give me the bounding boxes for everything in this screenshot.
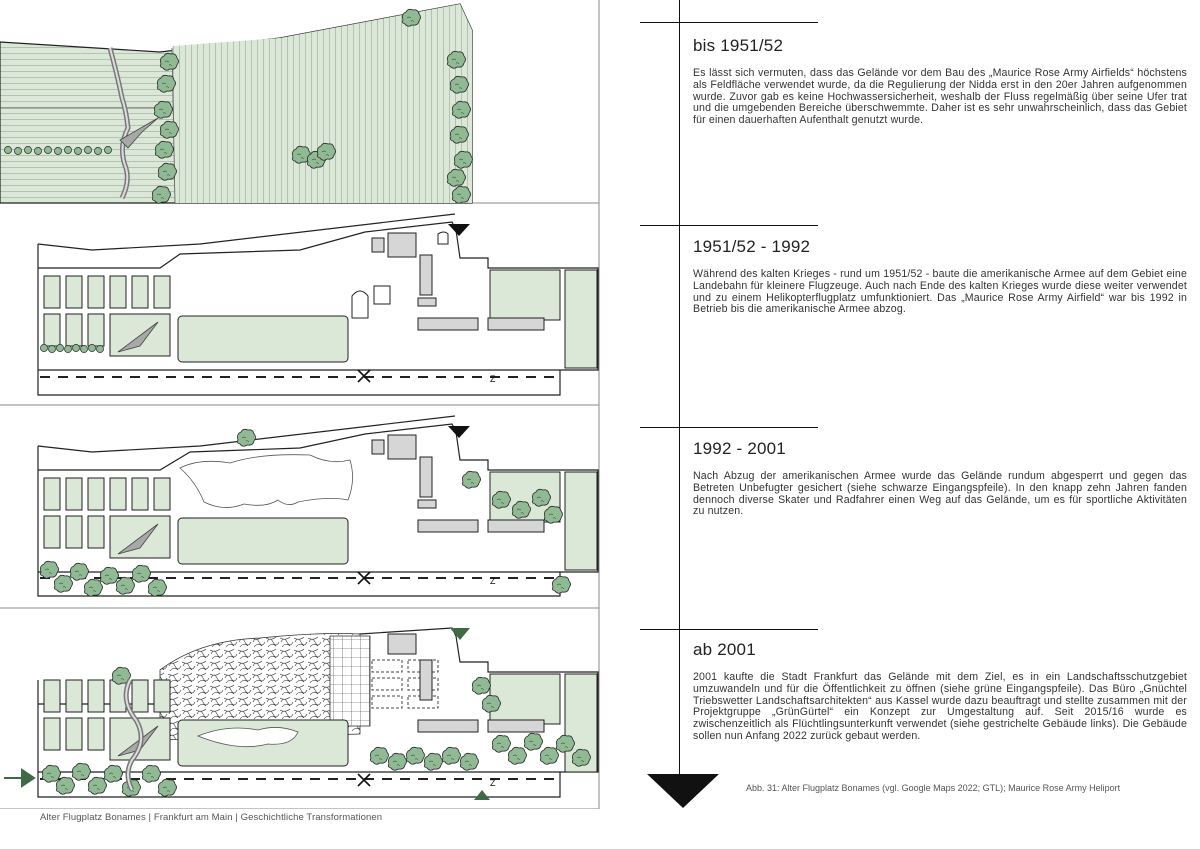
period-section: ab 2001 2001 kaufte die Stadt Frankfurt … [693,640,1187,743]
period-text: 2001 kaufte die Stadt Frankfurt das Gelä… [693,671,1187,742]
plan-bis-1951 [0,3,473,204]
period-heading: 1992 - 2001 [693,439,786,458]
period-section: bis 1951/52 Es lässt sich vermuten, dass… [693,36,1187,127]
timeline-tick [640,225,818,227]
period-text: Während des kalten Krieges - rund um 195… [693,268,1187,316]
timeline-tick [640,427,818,429]
plan-1992-2001: Z [37,415,599,597]
period-text: Es lässt sich vermuten, dass das Gelände… [693,67,1187,127]
svg-text:Z: Z [490,778,496,788]
svg-text:Z: Z [490,374,496,384]
period-heading: 1951/52 - 1992 [693,237,811,256]
plan-1951-1992: Z [37,213,599,396]
site-plans: Z Z [0,0,600,809]
period-heading: bis 1951/52 [693,36,784,55]
figure-caption: Abb. 31: Alter Flugplatz Bonames (vgl. G… [746,783,1121,793]
timeline-tick [640,629,818,631]
period-text: Nach Abzug der amerikanischen Armee wurd… [693,470,1187,518]
plan-ab-2001: Z [4,627,599,800]
period-heading: ab 2001 [693,640,756,659]
timeline-line [679,0,681,785]
site-plan-drawing: Z Z [0,0,600,809]
timeline-tick [640,22,818,24]
svg-text:Z: Z [490,576,496,586]
period-section: 1951/52 - 1992 Während des kalten Kriege… [693,237,1187,316]
period-section: 1992 - 2001 Nach Abzug der amerikanische… [693,439,1187,518]
footer-note: Alter Flugplatz Bonames | Frankfurt am M… [40,812,383,823]
timeline-arrow [647,774,719,808]
